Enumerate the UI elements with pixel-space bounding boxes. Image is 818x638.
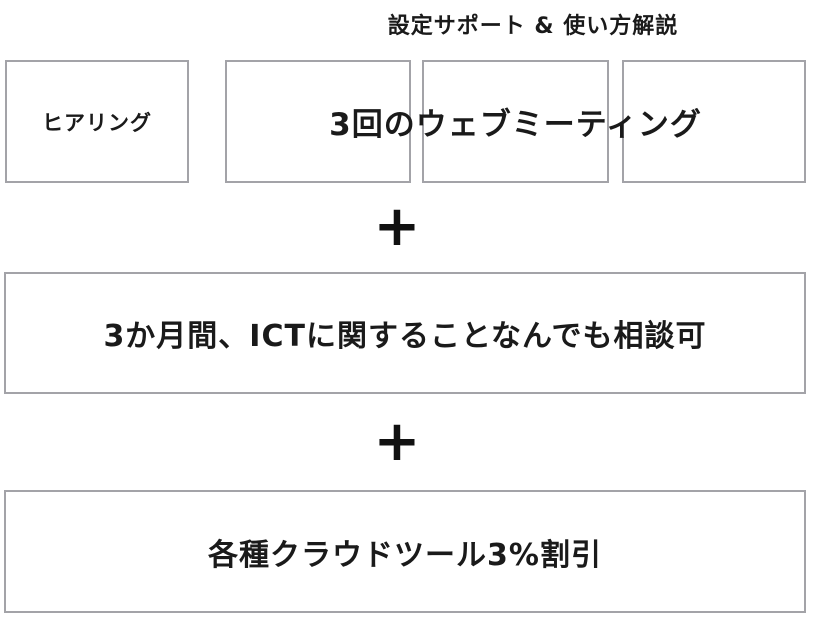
web-meeting-box-2 (422, 60, 609, 183)
plus-icon: + (373, 409, 421, 474)
discount-label: 各種クラウドツール3%割引 (208, 537, 602, 573)
web-meeting-box-1 (225, 60, 411, 183)
discount-box: 各種クラウドツール3%割引 (4, 490, 806, 613)
hearing-label: ヒアリング (42, 110, 152, 135)
consultation-box: 3か月間、ICTに関することなんでも相談可 (4, 272, 806, 394)
group-title: 設定サポート & 使い方解説 (387, 14, 679, 39)
plus-icon: + (373, 194, 421, 259)
consultation-label: 3か月間、ICTに関することなんでも相談可 (103, 319, 707, 354)
hearing-box: ヒアリング (5, 60, 189, 183)
web-meeting-box-3 (622, 60, 806, 183)
